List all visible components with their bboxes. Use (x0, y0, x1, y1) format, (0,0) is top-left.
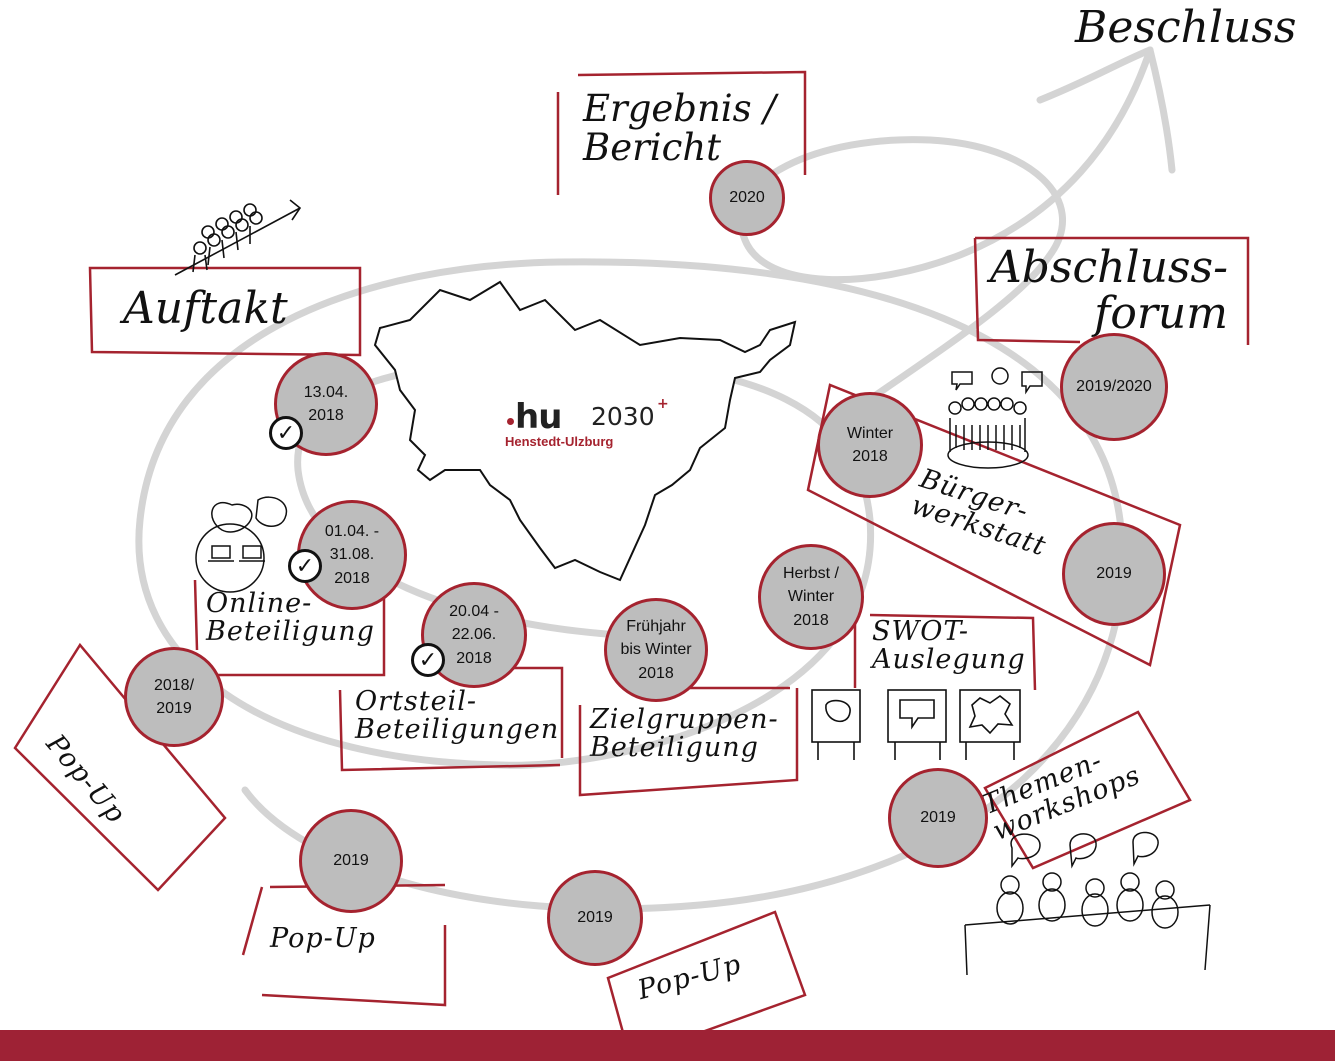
logo-city: Henstedt-Ulzburg (505, 434, 614, 449)
municipality-outline (373, 280, 797, 582)
label-frames (13, 70, 1250, 1060)
node-ortsteil-date: 20.04 - 22.06. 2018 (421, 582, 527, 688)
frame-abschluss (973, 236, 1250, 345)
audience-illustration (174, 199, 302, 276)
frame-popup-left (13, 642, 227, 892)
logo-year: 2030 (591, 402, 655, 431)
node-winter: Winter 2018 (817, 392, 923, 498)
label-zielgruppen: Zielgruppen- Beteiligung (590, 704, 779, 764)
node-herbst: Herbst / Winter 2018 (758, 544, 864, 650)
check-icon: ✓ (288, 549, 322, 583)
node-buerger-2019: 2019 (1062, 522, 1166, 626)
label-abschluss: Abschluss- forum (990, 242, 1228, 340)
frame-online (193, 579, 386, 677)
node-auftakt-date: 13.04. 2018 (274, 352, 378, 456)
hu2030-logo: hu 2030 + Henstedt-Ulzburg (505, 396, 675, 456)
label-auftakt: Auftakt (123, 283, 288, 334)
label-online: Online- Beteiligung (206, 588, 375, 648)
frame-auftakt (88, 266, 362, 357)
label-swot: SWOT- Auslegung (872, 616, 1026, 676)
node-popup-bottom-2019: 2019 (299, 809, 403, 913)
label-popup-bottom: Pop-Up (270, 923, 376, 954)
footer-bar (0, 1030, 1335, 1061)
frame-swot (853, 613, 1037, 691)
label-ergebnis: Ergebnis / Bericht (583, 87, 776, 169)
node-popup-left-date: 2018/ 2019 (124, 647, 224, 747)
node-2020: 2020 (709, 160, 785, 236)
check-icon: ✓ (411, 643, 445, 677)
themen-illustration (964, 831, 1211, 976)
logo-mark: hu (515, 397, 562, 437)
logo-dot (507, 418, 514, 425)
logo-plus: + (657, 396, 669, 412)
node-popup-right-2019: 2019 (547, 870, 643, 966)
frame-zielgruppen (578, 686, 799, 797)
beschluss-title: Beschluss (1075, 2, 1297, 53)
workshop-illustration (947, 367, 1043, 469)
frame-themen (983, 710, 1192, 870)
online-illustration (195, 496, 288, 593)
swot-illustration (811, 689, 1021, 760)
frame-ergebnis (556, 70, 807, 195)
node-abschluss-date: 2019/2020 (1060, 333, 1168, 441)
label-ortsteil: Ortsteil- Beteiligungen (355, 686, 560, 746)
node-fruehjahr: Frühjahr bis Winter 2018 (604, 598, 708, 702)
node-themen-2019: 2019 (888, 768, 988, 868)
check-icon: ✓ (269, 416, 303, 450)
frame-buerger (806, 383, 1182, 667)
